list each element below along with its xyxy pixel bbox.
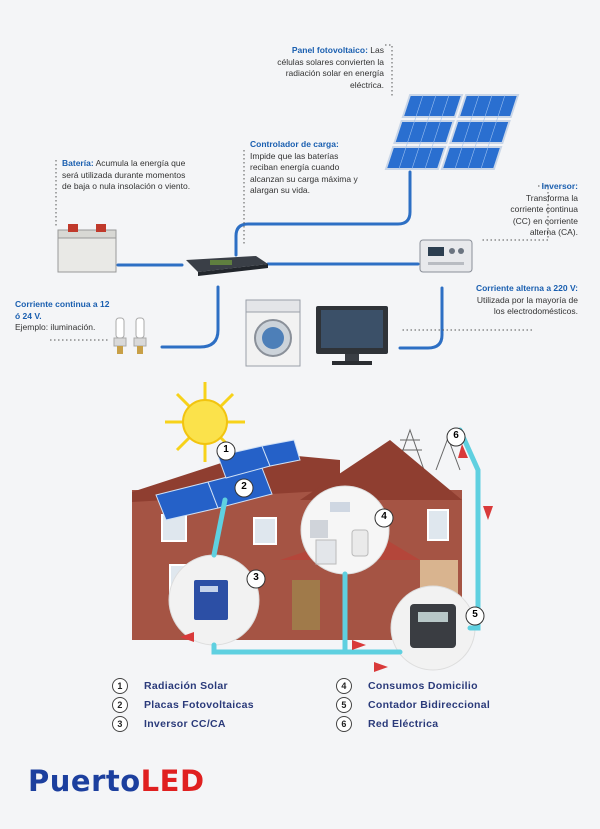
legend-label: Red Eléctrica [368, 717, 439, 730]
solar-panel-icon [384, 94, 520, 170]
panel-text: Las células solares convierten la radiac… [277, 45, 384, 90]
battery-text: Acumula la energía que será utilizada du… [62, 158, 191, 191]
brand-logo: PuertoLED [28, 764, 205, 798]
logo-part-2: LED [140, 764, 205, 798]
dc-text: Ejemplo: iluminación. [15, 322, 96, 332]
marker-2: 2 [241, 481, 247, 492]
meter-icon [390, 585, 476, 671]
battery-title: Batería: [62, 158, 94, 168]
leaders [50, 44, 549, 341]
sun-icon [165, 382, 245, 462]
legend-item-2: 2 Placas Fotovoltaicas [112, 697, 254, 713]
marker-4: 4 [381, 511, 387, 522]
charge-controller-icon [186, 256, 268, 276]
inverter-title: Inversor: [541, 181, 578, 191]
legend-num: 5 [336, 697, 352, 713]
house-markers [216, 427, 485, 626]
battery-icon [57, 224, 117, 273]
controller-note: Controlador de carga: Impide que las bat… [250, 139, 365, 197]
dc-title: Corriente continua a 12 ó 24 V. [15, 299, 110, 321]
panel-title: Panel fotovoltaico: [291, 45, 368, 55]
legend-label: Placas Fotovoltaicas [144, 698, 254, 711]
wire-inverter-appliances [398, 286, 444, 350]
inverter-note: Inversor: Transforma la corriente contin… [500, 181, 578, 239]
legend-num: 2 [112, 697, 128, 713]
legend-label: Radiación Solar [144, 679, 228, 692]
appliances-cutaway [300, 485, 390, 575]
schematic-diagram [50, 44, 549, 367]
legend-num: 1 [112, 678, 128, 694]
legend-num: 4 [336, 678, 352, 694]
ac-note: Corriente alterna a 220 V: Utilizada por… [470, 283, 578, 318]
inverter-cutaway [168, 554, 260, 646]
panel-note: Panel fotovoltaico: Las células solares … [264, 45, 384, 91]
wires [116, 170, 444, 350]
controller-text: Impide que las baterías reciban energía … [250, 150, 358, 196]
marker-1: 1 [223, 444, 229, 455]
dc-note: Corriente continua a 12 ó 24 V. Ejemplo:… [15, 299, 110, 334]
legend-label: Inversor CC/CA [144, 717, 226, 730]
legend-item-4: 4 Consumos Domicilio [336, 678, 478, 694]
house-body [132, 440, 462, 640]
legend-item-6: 6 Red Eléctrica [336, 716, 438, 732]
inverter-icon [419, 239, 473, 273]
ac-title: Corriente alterna a 220 V: [475, 283, 578, 293]
ac-text: Utilizada por la mayoría de los electrod… [476, 294, 578, 317]
washing-machine-icon [245, 299, 301, 367]
legend-label: Contador Bidireccional [368, 698, 491, 711]
inverter-text: Transforma la corriente continua (CC) en… [510, 192, 578, 238]
bulb-icon [113, 317, 147, 354]
wire-controller-panel [234, 170, 412, 257]
battery-note: Batería: Acumula la energía que será uti… [62, 158, 192, 193]
legend-num: 6 [336, 716, 352, 732]
marker-5: 5 [472, 609, 478, 620]
legend-item-3: 3 Inversor CC/CA [112, 716, 226, 732]
logo-part-1: Puerto [28, 764, 141, 798]
red-arrows [180, 444, 493, 672]
legend-num: 3 [112, 716, 128, 732]
legend-item-5: 5 Contador Bidireccional [336, 697, 490, 713]
wire-controller-bulbs [160, 285, 220, 349]
legend-item-1: 1 Radiación Solar [112, 678, 228, 694]
legend-label: Consumos Domicilio [368, 679, 478, 692]
tv-icon [316, 306, 388, 365]
marker-6: 6 [453, 430, 459, 441]
marker-3: 3 [253, 572, 259, 583]
cyan-cables [211, 427, 481, 655]
controller-title: Controlador de carga: [250, 139, 339, 149]
